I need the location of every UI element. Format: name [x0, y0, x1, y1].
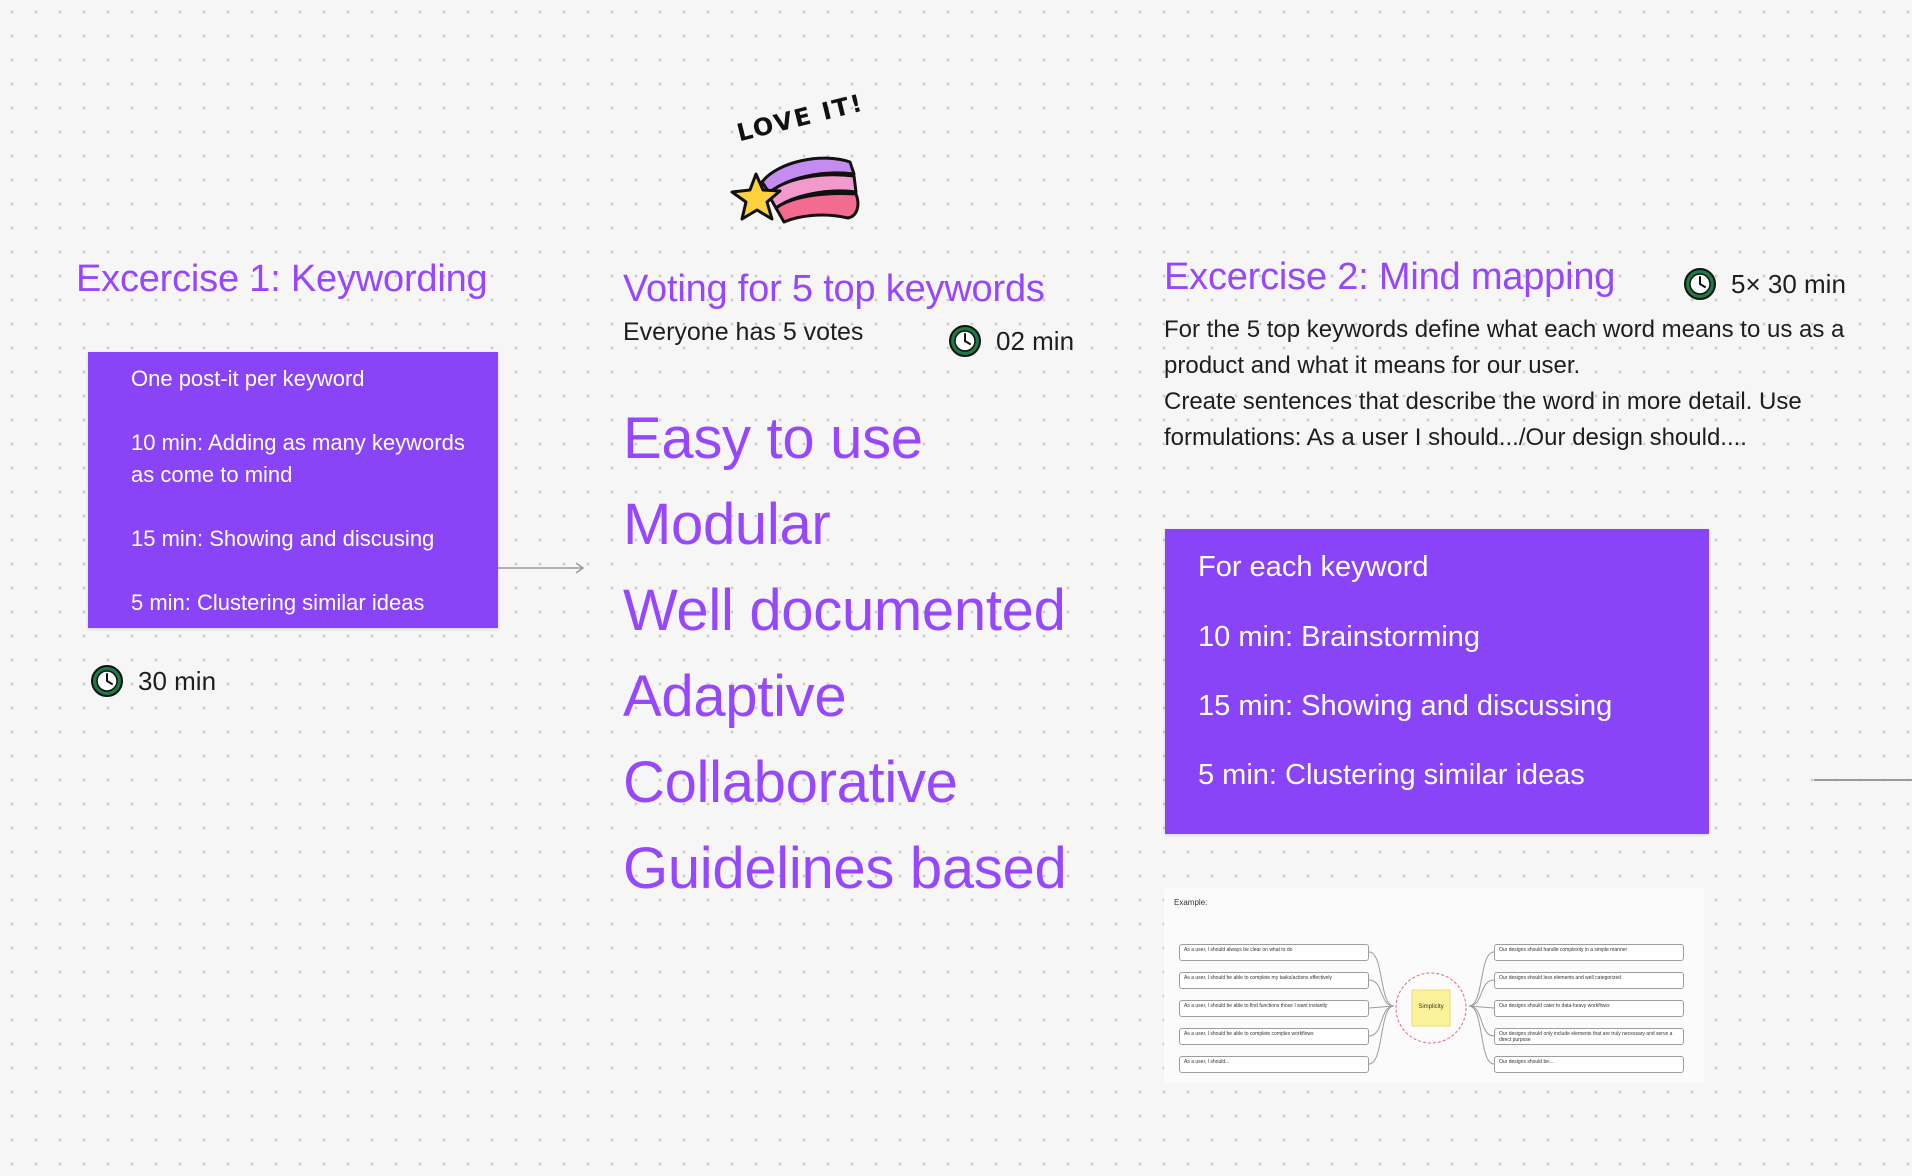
mindmap-left-item: As a user, I should...: [1179, 1056, 1369, 1073]
exercise1-step: 15 min: Showing and discusing: [131, 526, 435, 551]
mindmap-right-item: Our designs should handle complexity in …: [1494, 944, 1684, 961]
mindmap-right-item: Our designs should less elements and wel…: [1494, 972, 1684, 989]
keyword-guidelines-based[interactable]: Guidelines based: [623, 836, 1067, 901]
keyword-adaptive[interactable]: Adaptive: [623, 664, 847, 729]
mindmap-left-item: As a user, I should be able to complete …: [1179, 972, 1369, 989]
mindmap-left-item: As a user, I should be able to find func…: [1179, 1000, 1369, 1017]
exercise1-step: One post-it per keyword: [131, 366, 365, 391]
mindmap-connectors: [1368, 951, 1495, 1065]
clock-icon: [1684, 268, 1716, 300]
shooting-star-sticker-icon: [730, 156, 860, 224]
description-line: formulations: As a user I should.../Our …: [1164, 424, 1747, 451]
description-line: For the 5 top keywords define what each …: [1164, 316, 1845, 343]
mindmap-right-item: Our designs should be...: [1494, 1056, 1684, 1073]
mindmap-right-item: Our designs should cater to data-heavy w…: [1494, 1000, 1684, 1017]
keyword-well-documented[interactable]: Well documented: [623, 578, 1066, 643]
exercise2-timer-label: 5× 30 min: [1731, 268, 1846, 299]
clock-icon: [91, 665, 123, 697]
mindmap-left-item: As a user, I should always be clear on w…: [1179, 944, 1369, 961]
exercise1-title: Excercise 1: Keywording: [76, 258, 488, 300]
connector-arrow: [498, 562, 585, 574]
connector-line: [1814, 779, 1912, 781]
mindmap-center-note: Simplicity: [1418, 1004, 1444, 1010]
exercise2-timer: 5× 30 min: [1683, 267, 1846, 301]
voting-timer: 02 min: [948, 324, 1074, 358]
mindmap-right-item: Our designs should only include elements…: [1494, 1028, 1684, 1045]
voting-title: Voting for 5 top keywords: [623, 268, 1045, 310]
clock-icon: [949, 325, 981, 357]
love-it-sticker[interactable]: LOVE IT!: [722, 89, 867, 237]
mindmap-left-item: As a user, I should be able to complete …: [1179, 1028, 1369, 1045]
exercise2-steps-box[interactable]: For each keyword 10 min: Brainstorming 1…: [1165, 529, 1709, 834]
exercise1-step: 10 min: Adding as many keywords as come …: [131, 430, 465, 487]
example-label: Example:: [1174, 898, 1208, 907]
exercise1-steps-box[interactable]: One post-it per keyword 10 min: Adding a…: [88, 352, 498, 628]
description-line: product and what it means for our user.: [1164, 352, 1581, 379]
exercise2-description: For the 5 top keywords define what each …: [1164, 312, 1884, 456]
description-line: Create sentences that describe the word …: [1164, 388, 1802, 415]
keyword-collaborative[interactable]: Collaborative: [623, 750, 958, 815]
voting-subtitle: Everyone has 5 votes: [623, 318, 864, 346]
exercise2-step: 5 min: Clustering similar ideas: [1198, 759, 1585, 791]
voting-timer-label: 02 min: [996, 325, 1075, 356]
exercise2-step: 15 min: Showing and discussing: [1198, 690, 1613, 722]
exercise2-step: 10 min: Brainstorming: [1198, 621, 1481, 653]
exercise2-step: For each keyword: [1198, 551, 1429, 583]
exercise1-timer-label: 30 min: [138, 665, 217, 696]
exercise2-title: Excercise 2: Mind mapping: [1164, 256, 1616, 298]
exercise1-timer: 30 min: [90, 664, 216, 698]
exercise1-step: 5 min: Clustering similar ideas: [131, 590, 425, 615]
example-mindmap-card[interactable]: Example: As a user, I should always be c…: [1164, 888, 1704, 1083]
keyword-easy-to-use[interactable]: Easy to use: [623, 406, 923, 471]
keyword-modular[interactable]: Modular: [623, 492, 831, 557]
